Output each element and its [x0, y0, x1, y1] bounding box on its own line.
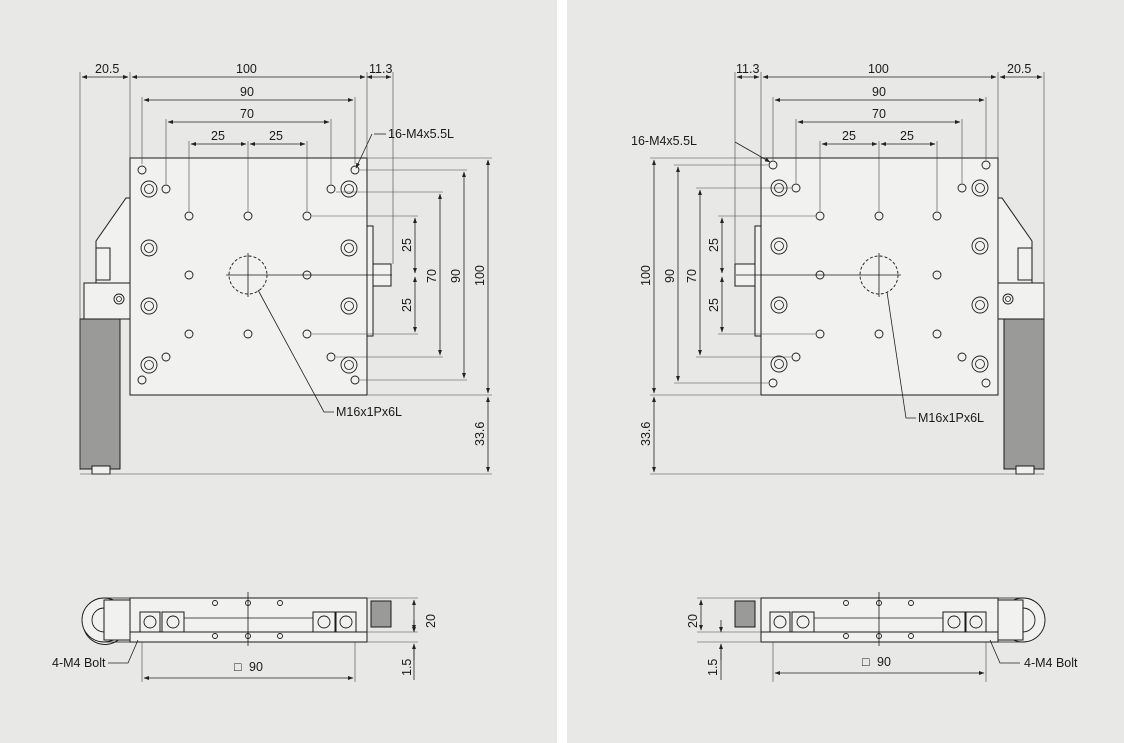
dim-left-v33-6: 33.6	[473, 422, 487, 446]
dim-left-offset: 20.5	[95, 62, 119, 76]
dim-right-square: 90	[877, 655, 891, 669]
left-counterbores	[140, 180, 358, 374]
dim-left-offset-right: 11.3	[369, 62, 392, 76]
dim-left-pitch-25b: 25	[269, 129, 283, 143]
dim-right-offset-right: 20.5	[1007, 62, 1031, 76]
dim-right-v33-6: 33.6	[639, 422, 653, 446]
dim-left-square-symbol: □	[234, 660, 242, 674]
dim-left-gap: 1.5	[400, 659, 414, 676]
dim-right-gap: 1.5	[706, 659, 720, 676]
left-top-view: 20.5 100 11.3 90 70 25 25 16-M4x5.5L M16…	[79, 62, 492, 475]
dim-right-pitch-90: 90	[872, 85, 886, 99]
left-side-view: 4-M4 Bolt □ 90 20 1.5	[52, 592, 438, 682]
dim-left-width: 100	[236, 62, 257, 76]
right-side-view: 4-M4 Bolt □ 90 20 1.5	[686, 592, 1078, 682]
dim-left-height: 20	[424, 614, 438, 628]
right-tapped-holes	[768, 160, 991, 388]
dim-right-v100: 100	[639, 265, 653, 286]
dim-left-v25b: 25	[400, 298, 414, 312]
dim-right-v90: 90	[663, 269, 677, 283]
dim-left-v90: 90	[449, 269, 463, 283]
dim-left-pitch-70: 70	[240, 107, 254, 121]
right-micrometer-thimble	[1003, 318, 1045, 470]
dim-left-square: 90	[249, 660, 263, 674]
dim-left-v70: 70	[425, 269, 439, 283]
dim-right-v70: 70	[685, 269, 699, 283]
right-top-view: 11.3 100 20.5 90 70 25 25 16-M4x5.5L M16…	[631, 62, 1045, 475]
callout-right-tapped-holes: 16-M4x5.5L	[631, 134, 697, 148]
dim-right-width: 100	[868, 62, 889, 76]
dim-right-v25a: 25	[707, 238, 721, 252]
dim-left-pitch-90: 90	[240, 85, 254, 99]
dim-right-pitch-25b: 25	[900, 129, 914, 143]
callout-right-center-thread: M16x1Px6L	[918, 411, 984, 425]
dim-right-pitch-70: 70	[872, 107, 886, 121]
callout-left-tapped-holes: 16-M4x5.5L	[388, 127, 454, 141]
dim-left-v25a: 25	[400, 238, 414, 252]
dim-right-height: 20	[686, 614, 700, 628]
dim-left-v100: 100	[473, 265, 487, 286]
dim-right-v25b: 25	[707, 298, 721, 312]
callout-left-center-thread: M16x1Px6L	[336, 405, 402, 419]
callout-right-bolt: 4-M4 Bolt	[1024, 656, 1078, 670]
micrometer-thimble	[79, 318, 121, 470]
callout-left-bolt: 4-M4 Bolt	[52, 656, 106, 670]
dim-right-pitch-25a: 25	[842, 129, 856, 143]
dim-left-pitch-25a: 25	[211, 129, 225, 143]
dim-right-square-symbol: □	[862, 655, 870, 669]
dim-right-offset: 11.3	[736, 62, 759, 76]
